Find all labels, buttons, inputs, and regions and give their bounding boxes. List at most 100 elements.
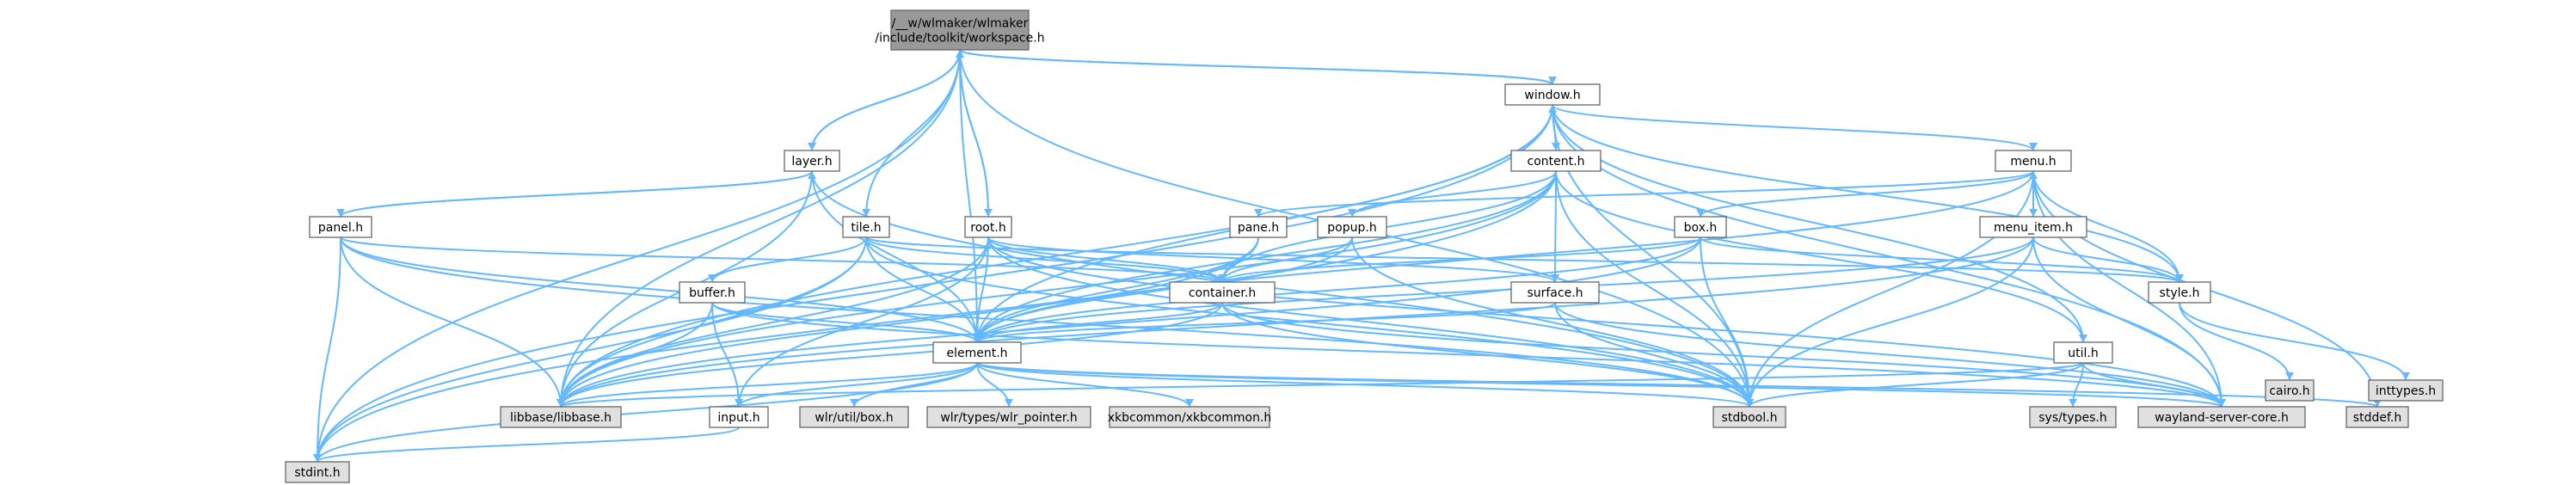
node-inttypes: inttypes.h [2368,379,2444,402]
edge-container-to-stdbool [1221,302,1750,408]
node-root[interactable]: root.h [964,216,1012,238]
node-label-util: util.h [2068,347,2098,360]
edge-box-to-libbase [560,236,1701,408]
node-popup[interactable]: popup.h [1317,216,1387,238]
node-element[interactable]: element.h [932,341,1022,364]
node-input[interactable]: input.h [709,406,769,428]
node-label-popup: popup.h [1327,221,1376,235]
node-box-layer [784,150,840,172]
node-stdint: stdint.h [285,461,350,483]
node-surface[interactable]: surface.h [1510,281,1600,304]
arrowhead-util-to-libbase [556,399,565,407]
edge-panel-to-container [340,236,1223,283]
node-box-stddef [2345,406,2409,428]
edge-menu_item-to-wayland [2032,236,2222,408]
edge-popup-to-element [976,236,1353,343]
edge-pane-to-libbase [560,236,1259,408]
arrowhead-util-to-wayland [2217,399,2226,407]
edge-tile-to-element [865,236,978,343]
node-label-stdint: stdint.h [294,466,340,480]
node-window[interactable]: window.h [1504,83,1601,106]
edge-element-to-stdint [317,362,978,463]
node-box-menu [1995,150,2072,172]
edge-layer-to-workspace [811,49,961,151]
edge-content-to-stdint [317,170,1557,463]
node-label-workspace: /__w/wlmaker/wlmaker [892,17,1029,31]
node-menu[interactable]: menu.h [1995,150,2072,172]
arrowhead-menu_item-to-menu [2029,171,2038,179]
edge-buffer-to-input [711,302,740,408]
arrowhead-panel-to-layer [808,171,816,179]
node-box-style [2148,281,2211,304]
node-box-stdbool [1712,406,1786,428]
edge-tile-to-style [865,236,2180,283]
edge-element-to-wlr_box [853,362,978,408]
node-box-menu_item [1979,216,2087,238]
node-wlr_box: wlr/util/box.h [799,406,909,428]
edge-content-to-container [1221,170,1557,283]
node-label-window: window.h [1524,89,1580,102]
edge-surface-to-wayland [1554,302,2222,408]
node-label-stdbool: stdbool.h [1722,411,1778,425]
node-stdbool: stdbool.h [1712,406,1786,428]
node-wayland: wayland-server-core.h [2137,406,2306,428]
node-tile[interactable]: tile.h [842,216,890,238]
node-label-buffer: buffer.h [689,286,735,300]
node-box-wlr_pointer [926,406,1091,428]
node-pane[interactable]: pane.h [1229,216,1288,238]
edge-root-to-container [987,236,1223,283]
node-content[interactable]: content.h [1510,150,1602,172]
edge-buffer-to-wayland [711,302,2222,408]
node-label-menu_item: menu_item.h [1994,221,2073,235]
node-stddef: stddef.h [2345,406,2409,428]
arrowhead-element-to-xkb [1185,399,1194,407]
edge-panel-to-stdint [317,236,341,463]
arrowhead-element-to-input [735,399,743,407]
node-label-systypes: sys/types.h [2038,411,2106,425]
arrowhead-box-to-container [1218,274,1227,282]
node-layer[interactable]: layer.h [784,150,840,172]
arrowhead-style-to-cairo [2285,372,2294,380]
node-wlr_pointer: wlr/types/wlr_pointer.h [926,406,1091,428]
node-label-libbase: libbase/libbase.h [510,411,612,425]
node-style[interactable]: style.h [2148,281,2211,304]
edge-window-to-workspace [959,49,1553,85]
node-label-cairo: cairo.h [2269,384,2309,398]
arrowhead-layer-to-panel [336,209,345,217]
node-menu_item[interactable]: menu_item.h [1979,216,2087,238]
node-container[interactable]: container.h [1169,281,1276,304]
node-label-tile: tile.h [851,221,881,235]
node-panel[interactable]: panel.h [309,216,372,238]
edge-content-to-libbase [560,170,1557,408]
edge-menu-to-stdbool [1749,170,2034,408]
edge-tile-to-stdint [317,236,867,463]
node-label-wlr_box: wlr/util/box.h [815,411,893,425]
node-label-stddef: stddef.h [2353,411,2401,425]
edge-panel-to-element [340,236,978,343]
node-box-inttypes [2368,379,2444,402]
edge-element-to-input [738,362,978,408]
node-label-root: root.h [970,221,1005,235]
node-box-util [2053,341,2113,364]
node-label-workspace: /include/toolkit/workspace.h [875,32,1044,46]
node-label-layer: layer.h [791,155,832,169]
node-label-panel: panel.h [318,221,363,235]
arrowhead-element-to-wlr_box [850,399,858,407]
node-label-surface: surface.h [1527,286,1583,300]
arrowhead-root-to-surface [1551,274,1559,282]
node-box-window [1504,83,1601,106]
node-box-wlr_box [799,406,909,428]
node-util[interactable]: util.h [2053,341,2113,364]
node-buffer[interactable]: buffer.h [679,281,746,304]
edge-input-to-stdint [317,427,740,463]
node-libbase: libbase/libbase.h [500,406,622,428]
arrowhead-tile-to-buffer [708,274,716,282]
edge-menu-to-style [2032,170,2180,283]
edge-content-to-util [1555,170,2084,343]
node-box-root [964,216,1012,238]
node-box[interactable]: box.h [1674,216,1727,238]
node-label-content: content.h [1528,155,1585,169]
node-cairo: cairo.h [2265,379,2315,402]
edge-window-to-util [1552,104,2084,343]
node-box-pane [1229,216,1288,238]
